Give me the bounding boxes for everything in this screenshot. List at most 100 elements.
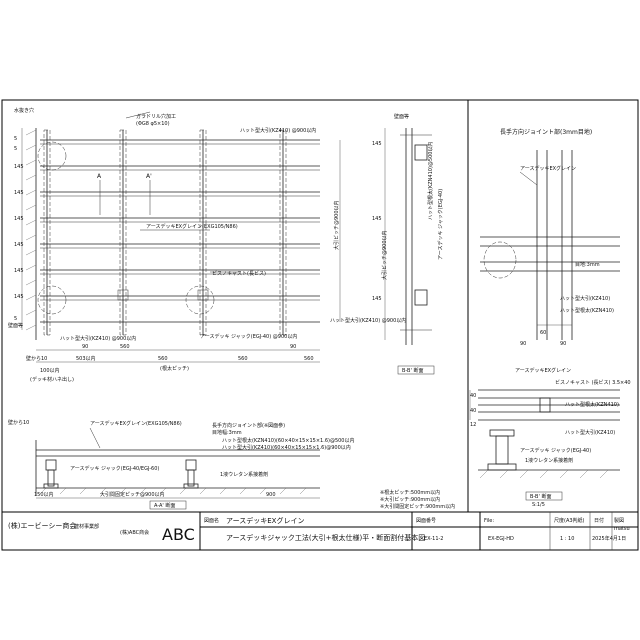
logo-sub: (株)ABC商会 [120,529,149,536]
aa-urethane: 1液ウレタン系接着剤 [220,471,268,478]
vsec-top-label: 壁面等 [394,113,409,120]
joint-dim-1: 90 [520,341,526,347]
bb-deck: アースデッキEXグレイン [515,367,571,374]
aa-obiki: 大引間固定ピッチ@900以内 [100,491,165,498]
aa-tag: A-A' 断面 [154,502,175,509]
aa-900: 900 [266,492,276,498]
drawing-name-1: アースデッキEXグレイン [226,516,304,525]
plan-dim-total: 503以内 [76,355,96,362]
bb-jack: アースデッキ ジャック(EGJ-40) [520,447,591,454]
bb-dim-1: 40 [470,408,476,414]
marker-a: A [97,173,102,180]
aa-note3: ※大引間固定ピッチ:900mm以内 [380,503,455,510]
aa-wall: 壁から10 [8,419,29,426]
plan-dim-top-6: 145 [14,268,24,274]
company-dept: 建材事業部 [74,523,99,530]
aa-150: 150以内 [34,491,54,498]
plan-dim-bottom-4: 560 [120,344,130,350]
file-label: File: [484,518,494,524]
bb-urethane: 1液ウレタン系接着剤 [525,457,573,464]
aa-jack: アースデッキ ジャック(EGJ-40/EGJ-60) [70,465,159,472]
plan-hat-top: ハット型大引(KZ410) @900以内 [240,127,316,134]
plan-deck-end-dim: 100以内 [40,367,60,374]
file-value: EX-EGJ-HD [488,536,514,542]
plan-dim-top-3: 145 [14,190,24,196]
vsec-jack: アースデッキ ジャック(EGJ-40) [437,189,444,260]
bb-hat: ハット型根太(KZN410) [565,401,619,408]
bb-hat2: ハット型大引(KZ410) [565,429,615,436]
vsec-pitch: 大引ピッチ@900以内 [381,230,388,280]
plan-dim-top-1: 5 [14,146,17,152]
vsec-dim-2: 145 [372,296,382,302]
plan-view: A A' 5 5 145 145 145 145 145 145 5 大引ピッチ… [8,107,406,383]
plan-nekoyotsugi-pitch: (根太ピッチ) [160,365,189,372]
bb-tag: B-B' 断面 [530,493,551,500]
plan-dim-top-0: 5 [14,136,17,142]
plan-obiki-pitch: 大引ピッチ@900以内 [333,200,340,250]
plan-dim-top-4: 145 [14,216,24,222]
plan-dim-bottom-3: 560 [304,356,314,362]
aa-earthdeck: アースデッキEXグレイン(EXG105/N86) [90,420,182,427]
plan-wall-gap: 壁から10 [26,355,47,362]
vertical-section: 145 145 145 壁面等 ハット型根太(KZN410)@500以内 大引ピ… [372,113,444,375]
scale-label: 尺度(A3判紙) [554,517,585,524]
aa-hat2: ハット型大引(KZ410)(60×40×15×15×1.6)@900以内 [222,444,351,451]
aa-hat1: ハット型根太(KZN410)(60×40×15×15×1.6)@500以内 [222,437,355,444]
bb-scale: S:1/5 [532,502,545,508]
joint-detail: 長手方向ジョイント部(3mm目地) アースデッキEXグレイン 目地:3mm ハッ… [480,128,620,347]
joint-deck: アースデッキEXグレイン [520,165,576,172]
joint-title: 長手方向ジョイント部(3mm目地) [500,128,592,136]
title-block: (株)エービーシー商会 建材事業部 (株)ABC商会 ABC 図面名 アースデッ… [8,512,638,550]
joint-dim-0: 60 [540,330,546,336]
plan-dim-top-8: 5 [14,316,17,322]
plan-wall-left: 壁面等 [8,322,23,329]
plan-hat-mid: ハット型大引(KZ410) @900以内 [60,335,136,342]
plan-dim-top-5: 145 [14,242,24,248]
company-name: (株)エービーシー商会 [8,521,76,530]
plan-deck-end: (デッキ材ハネ出し) [30,376,74,383]
joint-gap: 目地:3mm [575,261,600,268]
plan-screw: ビスノキャスト(長ビス) [212,270,266,277]
date-label: 日付 [594,517,604,524]
drawing-name-label: 図面名 [204,517,219,524]
plan-dim-bottom-1: 560 [158,356,168,362]
vsec-dim-1: 145 [372,216,382,222]
aa-note1: ※根太ピッチ:500mm以内 [380,489,440,496]
date-value: 2025年4月1日 [592,535,626,542]
marker-a-prime: A' [146,173,152,180]
plan-jack: アースデッキ ジャック(EGJ-40) @900以内 [200,333,297,340]
vsec-tag: B-B' 断面 [402,367,423,374]
vsec-hat: ハット型根太(KZN410)@500以内 [427,142,434,220]
aa-note2: ※大引ピッチ:900mm以内 [380,496,440,503]
plan-drill-hole-size: (ΦG8 φ5×10) [136,121,170,127]
section-aa: アースデッキEXグレイン(EXG105/N86) 長手方向ジョイント部(※図面参… [8,419,455,510]
plan-earthdeck: アースデッキEXグレイン(EXG105/N86) [146,223,238,230]
sheet-border [1,99,639,551]
drawing-no: EX-11-2 [424,536,444,542]
plan-dim-bottom-5: 90 [290,344,296,350]
plan-wall-top: 水抜き穴 [14,107,34,114]
joint-hat: ハット型大引(KZ410) [560,295,610,302]
detail-bb: アースデッキEXグレイン ビスノキャスト (長ビス) 3.5×40 ハット型根太… [469,367,631,508]
bb-dim-0: 40 [470,393,476,399]
plan-drill-hole: ガラドリル穴加工 [136,113,176,120]
joint-dim-2: 90 [560,341,566,347]
aa-joint-gap: 目地幅:3mm [212,429,242,436]
plan-hat-right: ハット型大引(KZ410) @900以内 [330,317,406,324]
drawn-value: matsu [614,526,630,532]
plan-dim-bottom-0: 90 [82,344,88,350]
aa-joint: 長手方向ジョイント部(※図面参) [212,422,285,429]
drawn-label: 製図 [614,517,624,524]
plan-dim-top-2: 145 [14,164,24,170]
drawing-name-2: アースデッキジャック工法(大引+根太仕様)平・断面割付基本図 [226,533,425,542]
drawing-no-label: 図面番号 [416,517,436,524]
vsec-dim-0: 145 [372,141,382,147]
plan-dim-top-7: 145 [14,294,24,300]
bb-screw: ビスノキャスト (長ビス) 3.5×40 [555,379,631,386]
plan-dim-bottom-2: 560 [238,356,248,362]
logo: ABC [162,525,195,544]
bb-dim-2: 12 [470,422,476,428]
joint-hat2: ハット型根太(KZN410) [560,307,614,314]
scale-value: 1 : 10 [560,536,574,542]
